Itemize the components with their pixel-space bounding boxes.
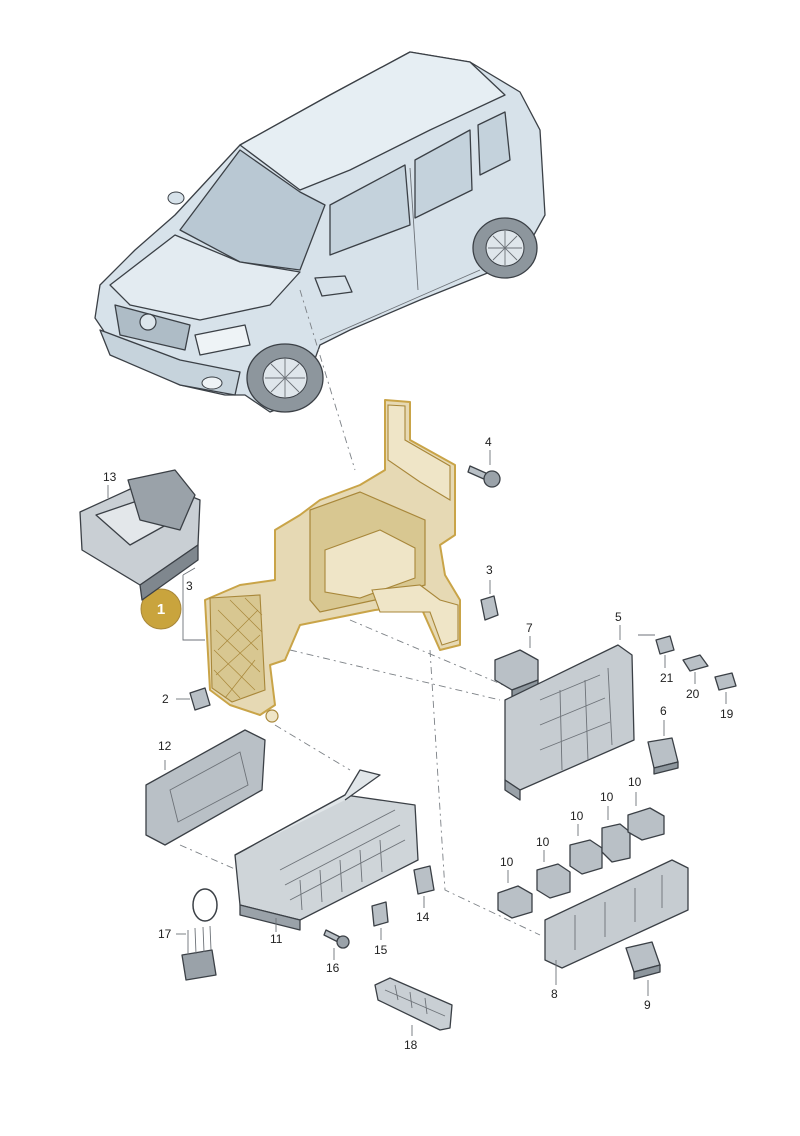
location-line-fuse-holder: [274, 724, 351, 771]
label-part-13: 13: [103, 470, 117, 484]
label-part-17: 17: [158, 927, 172, 941]
label-part-18: 18: [404, 1038, 418, 1052]
car-door-line: [409, 167, 419, 291]
part-1-bracket: [204, 399, 461, 723]
part-10-relay-e: [627, 792, 665, 841]
label-part-10-c: 10: [570, 809, 584, 823]
part-10-relay-d: [601, 806, 631, 863]
part-17-connector: [176, 888, 218, 981]
part-14-fuse: [413, 865, 435, 908]
part-8-relay-carrier: [544, 859, 689, 985]
part-12-cover: [145, 729, 266, 846]
car-roof: [239, 51, 506, 191]
part-13-control-unit: [79, 469, 201, 601]
part-2-clip: [176, 687, 211, 711]
car-windshield: [179, 149, 326, 271]
label-part-12: 12: [158, 739, 172, 753]
label-part-3-right: 3: [486, 563, 493, 577]
callout-badge: 1: [140, 588, 182, 630]
part-20-relay: [682, 654, 709, 684]
label-part-14: 14: [416, 910, 430, 924]
vw-logo-icon: [139, 313, 157, 331]
part-11-fuse-holder: [234, 769, 419, 932]
bracket-grid-panel: [209, 594, 266, 703]
car-sill: [319, 269, 481, 341]
label-part-7: 7: [526, 621, 533, 635]
car-headlight: [194, 324, 251, 356]
part-4-screw: [467, 450, 501, 488]
part-18-cover-strip: [374, 977, 453, 1036]
label-part-16: 16: [326, 961, 340, 975]
label-part-4: 4: [485, 435, 492, 449]
bracket-mount-hole: [265, 709, 279, 723]
label-part-11: 11: [270, 932, 283, 946]
label-part-15: 15: [374, 943, 388, 957]
label-part-10-d: 10: [600, 790, 614, 804]
car-antenna: [167, 191, 185, 205]
part-16-screw: [323, 929, 350, 960]
location-line: [299, 289, 356, 471]
part-15-fuse: [371, 901, 389, 940]
part-6-relay: [647, 720, 679, 775]
label-part-8: 8: [551, 987, 558, 1001]
label-part-3-left: 3: [186, 579, 193, 593]
label-part-2: 2: [162, 692, 169, 706]
label-part-21: 21: [660, 671, 674, 685]
part-10-relay-a: [497, 870, 533, 919]
part-3-clip: [480, 580, 499, 621]
car-fog-light: [201, 376, 223, 390]
part-19-relay: [714, 672, 737, 704]
part-5-relay-plate: [504, 625, 635, 801]
bracket-top-arm: [387, 404, 451, 501]
label-part-6: 6: [660, 704, 667, 718]
location-line-fuse-box: [429, 649, 541, 936]
leader-part-3-bracket: [182, 575, 205, 641]
label-part-20: 20: [686, 687, 700, 701]
car-quarter-window: [477, 111, 511, 176]
label-part-19: 19: [720, 707, 734, 721]
car-side-window-front: [329, 164, 411, 256]
leader-part-3-bracket-top: [182, 567, 196, 576]
bracket-tray: [324, 529, 416, 599]
bracket-side-tab: [371, 584, 459, 646]
label-part-10-e: 10: [628, 775, 642, 789]
car-rear-wheel: [472, 217, 538, 279]
callout-circle: [140, 588, 182, 630]
location-line-bracket-to-box: [289, 649, 501, 701]
part-21-relay: [638, 634, 675, 668]
car-side-window-rear: [414, 129, 473, 219]
car-mirror: [314, 275, 353, 297]
label-part-9: 9: [644, 998, 651, 1012]
vehicle-illustration: [94, 51, 546, 413]
label-part-5: 5: [615, 610, 622, 624]
bracket-grid-lines: [213, 597, 263, 699]
part-10-relay-c: [569, 824, 603, 875]
part-10-relay-b: [536, 850, 571, 899]
location-line-relay-plate: [349, 619, 516, 691]
label-part-10-a: 10: [500, 855, 514, 869]
label-part-10-b: 10: [536, 835, 550, 849]
part-9-relay: [625, 941, 661, 996]
car-hood: [109, 234, 301, 321]
callout-number: 1: [157, 601, 165, 618]
car-front-wheel: [246, 343, 324, 413]
